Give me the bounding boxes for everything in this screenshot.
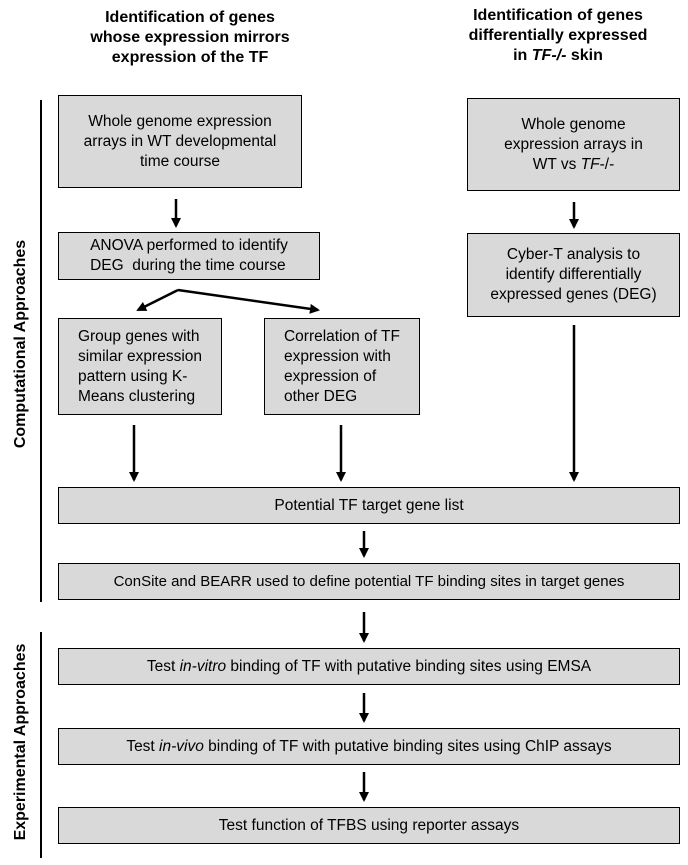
wt-vs-ko-arrays-box: Whole genome expression arrays in WT vs … xyxy=(467,98,680,191)
consite-bearr-box: ConSite and BEARR used to define potenti… xyxy=(58,563,680,600)
anova-box: ANOVA performed to identify DEG during t… xyxy=(58,232,320,280)
left-header-line-2: whose expression mirrors xyxy=(90,29,290,46)
left-header-line-1: Identification of genes xyxy=(105,9,275,26)
kmeans-clustering-box: Group genes with similar expression patt… xyxy=(58,318,222,415)
reporter-assay-box: Test function of TFBS using reporter ass… xyxy=(58,807,680,844)
left-column-header: Identification of genes whose expression… xyxy=(40,8,340,68)
wt-time-course-arrays-box: Whole genome expression arrays in WT dev… xyxy=(58,95,302,188)
right-column-header: Identification of genes differentially e… xyxy=(428,6,688,66)
cyber-t-analysis-box: Cyber-T analysis to identify differentia… xyxy=(467,233,680,317)
experimental-bracket-line xyxy=(40,632,42,858)
right-header-line-2: differentially expressed xyxy=(468,27,648,44)
potential-target-list-box: Potential TF target gene list xyxy=(58,487,680,524)
chip-test-box: Test in-vivo binding of TF with putative… xyxy=(58,728,680,765)
computational-bracket-line xyxy=(40,100,42,602)
right-header-line-1: Identification of genes xyxy=(473,7,643,24)
arrow-anova-to-kmeans xyxy=(136,288,179,312)
arrow-anova-to-correlation xyxy=(177,288,320,314)
left-header-line-3: expression of the TF xyxy=(111,49,269,66)
emsa-test-box: Test in-vitro binding of TF with putativ… xyxy=(58,648,680,685)
right-header-line-3: in TF-/- skin xyxy=(513,47,603,64)
tf-correlation-box: Correlation of TF expression with expres… xyxy=(264,318,420,415)
